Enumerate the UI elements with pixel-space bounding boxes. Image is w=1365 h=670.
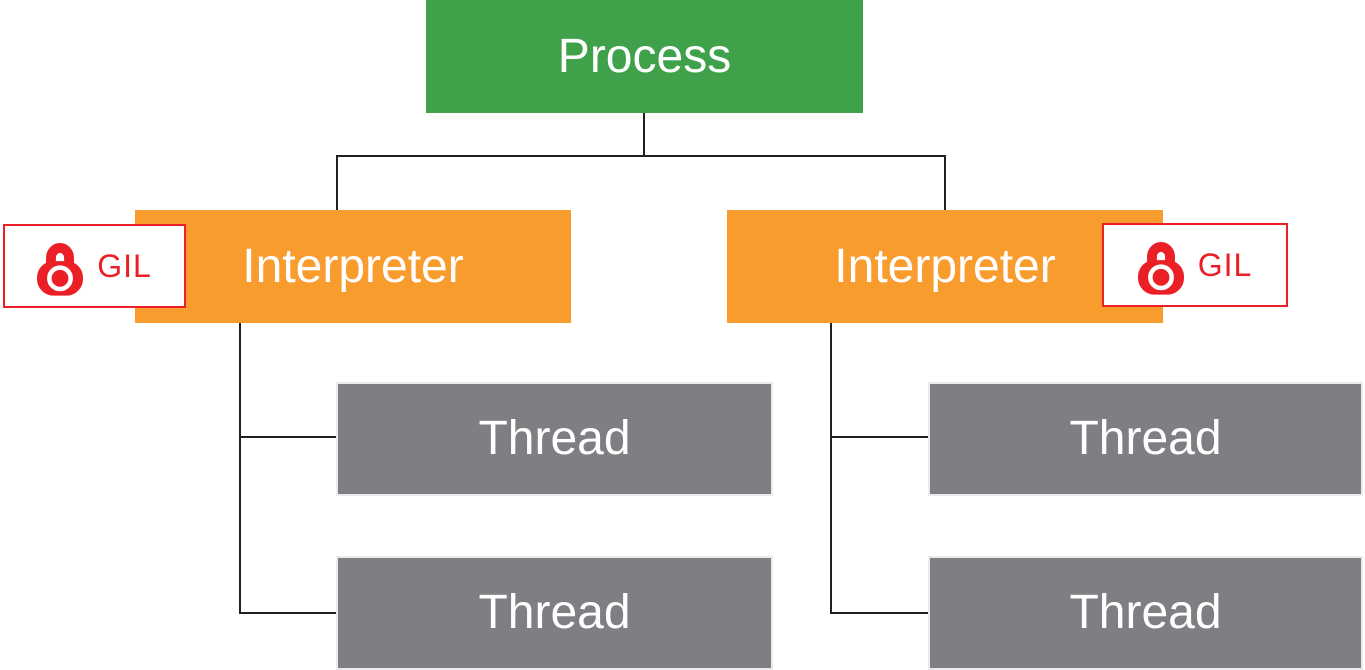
- interpreter-right-label: Interpreter: [834, 239, 1056, 293]
- connector-right-thread2-branch: [830, 612, 929, 614]
- gil-badge-left: GIL: [3, 224, 186, 308]
- process-label: Process: [557, 29, 732, 83]
- connector-left-thread2-branch: [239, 612, 337, 614]
- thread-box-right-2: Thread: [928, 556, 1363, 670]
- gil-label: GIL: [97, 248, 152, 284]
- thread-label: Thread: [1069, 586, 1222, 639]
- thread-label: Thread: [1069, 412, 1222, 465]
- gil-badge-right: GIL: [1102, 223, 1288, 307]
- connector-process-trunk: [643, 112, 645, 157]
- thread-label: Thread: [478, 412, 631, 465]
- lock-icon: [1137, 242, 1184, 295]
- interpreter-left-label: Interpreter: [242, 239, 464, 293]
- connector-left-threads-trunk: [239, 322, 241, 614]
- lock-icon: [37, 243, 84, 296]
- thread-label: Thread: [478, 586, 631, 639]
- connector-right-threads-trunk: [830, 322, 832, 614]
- connector-top-rail: [336, 155, 946, 157]
- connector-left-interpreter-drop: [336, 155, 338, 211]
- thread-box-left-2: Thread: [336, 556, 773, 670]
- connector-right-thread1-branch: [830, 436, 929, 438]
- connector-left-thread1-branch: [239, 436, 337, 438]
- thread-box-right-1: Thread: [928, 382, 1363, 496]
- thread-box-left-1: Thread: [336, 382, 773, 496]
- interpreter-box-right: Interpreter: [727, 210, 1163, 323]
- connector-right-interpreter-drop: [944, 155, 946, 211]
- gil-label: GIL: [1197, 247, 1253, 283]
- process-box: Process: [426, 0, 863, 113]
- interpreter-box-left: Interpreter: [135, 210, 571, 323]
